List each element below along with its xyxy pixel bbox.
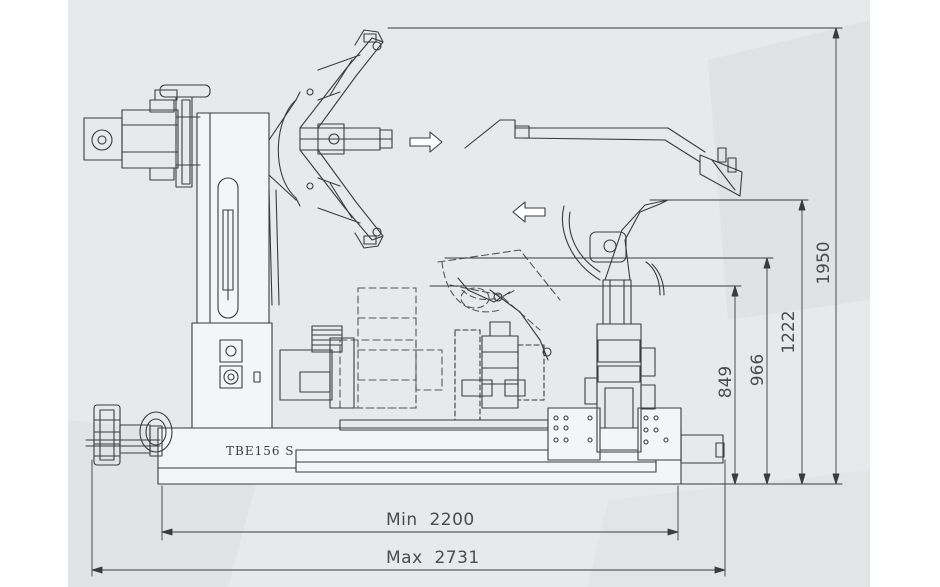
- arrow-left-icon: [512, 201, 546, 223]
- left-wheel-assembly: [85, 404, 173, 466]
- dimension-height-849: 849: [716, 365, 736, 399]
- tool-arm-dashed: [441, 261, 516, 313]
- dimension-max-width: Max 2731: [386, 548, 480, 568]
- tool-cluster: [454, 277, 552, 421]
- model-label: TBE156 S: [226, 444, 295, 458]
- dimension-height-1222: 1222: [779, 310, 799, 354]
- tool-arm: [562, 199, 669, 296]
- motor-assembly: [83, 84, 211, 188]
- arrow-right-icon: [409, 131, 443, 153]
- carriage-positions: [339, 249, 561, 409]
- dimension-min-width: Min 2200: [386, 510, 475, 530]
- carriage-solid: [279, 325, 355, 409]
- dimension-height-966: 966: [748, 353, 768, 387]
- extended-arm: [464, 119, 743, 197]
- main-column: [191, 99, 297, 429]
- dimension-lines: [91, 27, 843, 577]
- clamp-head: [277, 29, 393, 249]
- right-support: [547, 279, 682, 461]
- dimension-height-1950: 1950: [814, 241, 834, 285]
